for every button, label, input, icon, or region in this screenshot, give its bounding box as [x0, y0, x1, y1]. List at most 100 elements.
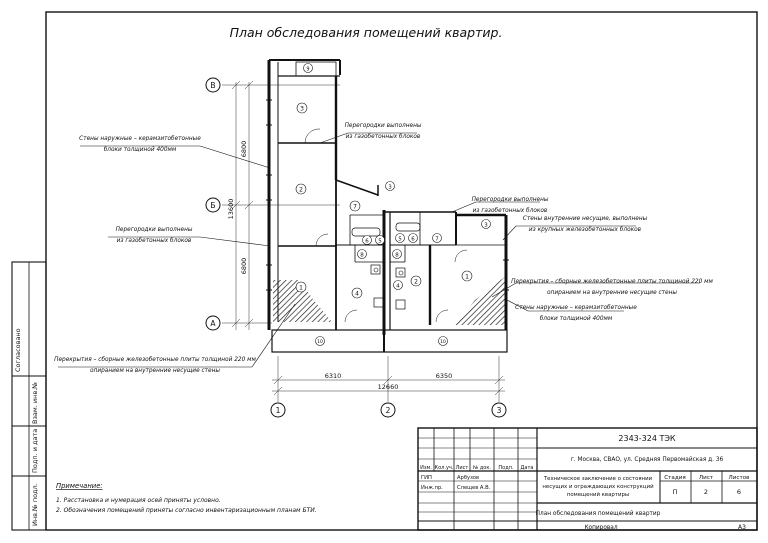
- notes-heading: Примечание:: [56, 482, 103, 490]
- callout-int-walls-right: Стены внутренние несущие, выполнены из к…: [523, 216, 648, 233]
- svg-text:6: 6: [365, 239, 369, 245]
- tb-sheet-title: План обследования помещений квартир: [536, 510, 661, 517]
- tb-address: г. Москва, СВАО, ул. Средняя Первомайска…: [571, 456, 724, 463]
- svg-text:2: 2: [299, 187, 303, 194]
- svg-text:2: 2: [386, 406, 391, 415]
- tb-stage: П: [673, 488, 678, 496]
- tb-doc-title-3: помещений квартиры: [567, 491, 629, 498]
- leader-lines: [58, 132, 700, 368]
- slab-hatch-right: [455, 276, 506, 325]
- svg-text:3: 3: [484, 223, 488, 229]
- callout-partitions-left: Перегородки выполнены из газобетонных бл…: [116, 227, 193, 244]
- svg-text:Перекрытия – сборные железобет: Перекрытия – сборные железобетонные плит…: [511, 279, 713, 285]
- svg-text:из газобетонных блоков: из газобетонных блоков: [117, 238, 192, 244]
- svg-text:1: 1: [299, 285, 303, 292]
- tb-name-eng: Слещев А.В.: [457, 485, 491, 491]
- svg-text:8: 8: [360, 253, 364, 259]
- svg-text:Перекрытия – сборные железобет: Перекрытия – сборные железобетонные плит…: [54, 357, 256, 363]
- tb-header-koluch: Кол.уч.: [435, 465, 454, 471]
- svg-text:Стены наружные – керамзитобето: Стены наружные – керамзитобетонные: [515, 305, 637, 311]
- svg-text:1: 1: [276, 406, 281, 415]
- svg-text:3: 3: [497, 406, 502, 415]
- svg-text:из крупных железобетонных блок: из крупных железобетонных блоков: [529, 227, 642, 233]
- svg-text:Б: Б: [210, 201, 215, 210]
- callout-ext-walls-right: Стены наружные – керамзитобетонные блоки…: [515, 305, 637, 322]
- svg-text:7: 7: [435, 237, 439, 243]
- svg-text:Стены внутренние несущие, выпо: Стены внутренние несущие, выполнены: [523, 216, 648, 222]
- grid-lines: [222, 80, 505, 402]
- svg-text:блоки толщиной 400мм: блоки толщиной 400мм: [104, 147, 177, 153]
- tb-copied: Копировал: [584, 525, 617, 531]
- tb-doc-title-2: несущих и ограждающих конструкций: [542, 483, 654, 490]
- tb-sheet-label: Лист: [699, 475, 714, 481]
- svg-text:7: 7: [353, 204, 357, 211]
- slab-hatch-left: [273, 280, 332, 322]
- margin-label-inv: Инв.№ подл.: [31, 483, 39, 526]
- svg-text:Стены наружные – керамзитобето: Стены наружные – керамзитобетонные: [79, 136, 201, 142]
- callout-floors-bottom: Перекрытия – сборные железобетонные плит…: [54, 357, 256, 374]
- svg-text:В: В: [210, 81, 215, 90]
- tb-code: 2343-324 ТЭК: [618, 434, 676, 443]
- axis-row-b: Б: [205, 197, 221, 213]
- margin-strip: Согласовано Взам. инв.№ Подп. и дата Инв…: [11, 261, 47, 531]
- svg-text:4: 4: [396, 284, 400, 290]
- plan-title: План обследования помещений квартир.: [230, 25, 503, 40]
- svg-text:1: 1: [465, 274, 469, 281]
- svg-text:Перегородки выполнены: Перегородки выполнены: [116, 227, 193, 233]
- svg-text:опиранием на внутренние несущи: опиранием на внутренние несущие стены: [547, 290, 677, 296]
- tb-name-gip: Арбузов: [457, 475, 479, 481]
- room-labels: 3 2 1 7 6 5 8 4 7 6 5 8 2 4 1 3 3 9 10 1…: [295, 63, 491, 346]
- svg-text:5: 5: [378, 239, 382, 245]
- margin-label-replace: Взам. инв.№: [31, 382, 39, 424]
- dim-col-right: 6350: [436, 372, 453, 380]
- svg-text:8: 8: [395, 253, 399, 259]
- axis-col-3: 3: [491, 402, 507, 418]
- svg-text:10: 10: [317, 339, 323, 345]
- margin-label-agreed: Согласовано: [14, 328, 22, 372]
- svg-text:блоки толщиной 400мм: блоки толщиной 400мм: [540, 316, 613, 322]
- dim-row-upper: 6800: [240, 141, 248, 158]
- svg-text:Перегородки выполнены: Перегородки выполнены: [472, 197, 549, 203]
- callout-partitions-top: Перегородки выполнены из газобетонных бл…: [345, 123, 422, 140]
- svg-text:3: 3: [388, 185, 392, 191]
- callout-partitions-right: Перегородки выполнены из газобетонных бл…: [472, 197, 549, 214]
- tb-header-izm: Изм.: [420, 465, 432, 471]
- tb-header-list: Лист: [456, 465, 469, 471]
- svg-text:А: А: [210, 319, 216, 328]
- note-item-1: 1. Расстановка и нумерация осей приняты …: [56, 497, 221, 504]
- svg-text:Перегородки выполнены: Перегородки выполнены: [345, 123, 422, 129]
- dim-col-total: 12660: [378, 383, 399, 391]
- title-block: [417, 427, 758, 531]
- tb-sheets: 6: [737, 488, 741, 496]
- tb-role-gip: ГИП: [421, 475, 432, 481]
- svg-text:из газобетонных блоков: из газобетонных блоков: [473, 208, 548, 214]
- tb-header-ndoc: № док.: [473, 465, 491, 471]
- svg-text:6: 6: [411, 237, 415, 243]
- dim-row-lower: 6800: [240, 258, 248, 275]
- tb-header-date: Дата: [521, 465, 534, 471]
- tb-sheet: 2: [704, 488, 708, 496]
- svg-text:10: 10: [440, 339, 446, 345]
- tb-header-podp: Подп.: [498, 465, 514, 471]
- svg-text:3: 3: [300, 106, 304, 113]
- svg-text:5: 5: [398, 237, 402, 243]
- tb-sheets-label: Листов: [729, 475, 750, 481]
- tb-stage-label: Стадия: [664, 475, 685, 481]
- callout-floors-right: Перекрытия – сборные железобетонные плит…: [511, 279, 713, 296]
- axis-col-1: 1: [270, 402, 286, 418]
- margin-label-sign-date: Подп. и дата: [31, 429, 39, 473]
- callout-ext-walls-left: Стены наружные – керамзитобетонные блоки…: [79, 136, 201, 153]
- tb-role-eng: Инж.пр.: [421, 485, 443, 491]
- axis-row-a: А: [205, 315, 221, 331]
- svg-text:9: 9: [306, 67, 309, 73]
- title-block-text: Изм. Кол.уч. Лист № док. Подп. Дата ГИП …: [420, 434, 749, 531]
- floor-plan: [266, 59, 509, 353]
- tb-doc-title-1: Техническое заключение о состоянии: [543, 476, 653, 482]
- notes: Примечание: 1. Расстановка и нумерация о…: [56, 482, 317, 514]
- note-item-2: 2. Обозначения помещений приняты согласн…: [56, 507, 317, 514]
- dim-row-total: 13600: [227, 199, 235, 220]
- svg-text:2: 2: [414, 279, 418, 286]
- dim-col-left: 6310: [325, 372, 342, 380]
- svg-text:из газобетонных блоков: из газобетонных блоков: [346, 134, 421, 140]
